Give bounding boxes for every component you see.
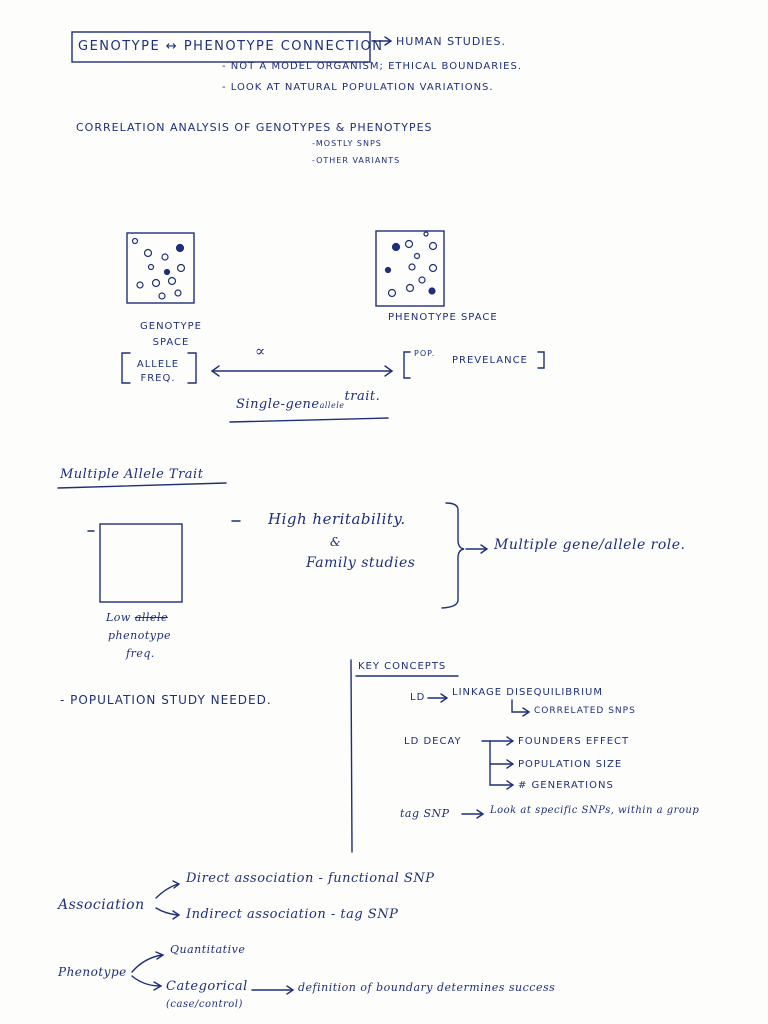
- low-label-3: freq.: [126, 647, 155, 660]
- arrowhead-founders: [506, 736, 515, 746]
- header-bullet-1: - NOT A MODEL ORGANISM; ETHICAL BOUNDARI…: [222, 61, 523, 72]
- family-studies: Family studies: [306, 555, 416, 571]
- pop-prevalence-a: POP.: [414, 349, 436, 358]
- ampersand: &: [330, 535, 342, 549]
- tag-snp: tag SNP: [400, 807, 450, 820]
- arrowhead-quantitative: [155, 951, 165, 960]
- hook-correlated: [511, 699, 529, 713]
- branch-categorical: [131, 975, 161, 987]
- multiple-gene-role: Multiple gene/allele role.: [494, 537, 686, 553]
- generations: # GENERATIONS: [518, 780, 614, 791]
- indirect-association: Indirect association - tag SNP: [186, 907, 399, 922]
- case-control: (case/control): [166, 999, 243, 1010]
- arrowhead-direct: [172, 880, 181, 889]
- low-label-1: Low: [106, 611, 131, 624]
- genotype-space-box: [126, 232, 195, 304]
- low-freq-box: [99, 523, 183, 603]
- header-bullet-2: - LOOK AT NATURAL POPULATION VARIATIONS.: [222, 82, 494, 93]
- single-gene-sup: allele: [319, 401, 345, 410]
- categorical: Categorical: [166, 979, 248, 994]
- genotype-space-label: GENOTYPE SPACE: [140, 321, 202, 348]
- low-label-2: phenotype: [108, 629, 172, 642]
- phenotype-label: Phenotype: [58, 965, 127, 979]
- arrowhead-tag-snp: [476, 809, 485, 819]
- arrowhead-multiple-gene: [480, 544, 489, 554]
- allele-bracket-right: [187, 352, 197, 384]
- single-gene-trait: Single-genealleletrait.: [236, 390, 380, 412]
- allele-bracket-left: [121, 352, 131, 384]
- branch-indirect: [155, 907, 179, 916]
- population-size: POPULATION SIZE: [518, 759, 623, 770]
- brace-right: [441, 502, 465, 609]
- proportional-symbol: ∝: [255, 342, 266, 360]
- header-link: HUMAN STUDIES.: [396, 35, 506, 48]
- arrowhead-human-studies: [384, 36, 393, 46]
- association-label: Association: [58, 897, 145, 913]
- ld-decay: LD DECAY: [404, 736, 462, 747]
- double-arrow-right-head: [384, 365, 394, 377]
- pop-prevalence-b: PREVELANCE: [452, 355, 528, 366]
- multiple-allele-title: Multiple Allele Trait: [60, 467, 204, 482]
- arrowhead-categorical: [153, 981, 163, 991]
- low-freq-label-line1: Low allele: [106, 612, 168, 623]
- key-concepts-divider: [350, 659, 353, 853]
- arrowhead-pop-size: [506, 759, 515, 769]
- linkage-disequilibrium: LINKAGE DISEQUILIBRIUM: [452, 687, 603, 698]
- phenotype-dots: [384, 231, 438, 298]
- title-box: [71, 31, 371, 63]
- single-gene-text: Single-gene: [236, 397, 320, 412]
- arrowhead-indirect: [172, 910, 181, 920]
- double-arrow-left-head: [210, 365, 220, 377]
- low-label-struck: allele: [134, 611, 168, 624]
- header-title: GENOTYPE ↔ PHENOTYPE CONNECTION: [78, 39, 384, 54]
- single-gene-end: trait.: [344, 389, 381, 404]
- correlation-sub-2: -OTHER VARIANTS: [312, 156, 401, 165]
- definition-of-boundary: definition of boundary determines succes…: [298, 981, 556, 994]
- phenotype-space-box: [375, 230, 445, 307]
- correlated-snps: CORRELATED SNPs: [534, 706, 636, 716]
- multiple-allele-underline: [57, 482, 227, 489]
- pop-bracket-right: [537, 351, 545, 369]
- ld-label: LD: [410, 692, 426, 703]
- single-gene-underline: [229, 417, 389, 423]
- branch-direct: [155, 883, 179, 899]
- arrowhead-generations: [506, 780, 515, 790]
- correlation-title: CORRELATION ANALYSIS OF GENOTYPES & PHEN…: [76, 121, 433, 134]
- founders-effect: FOUNDERS EFFECT: [518, 736, 630, 747]
- allele-freq: ALLELE FREQ.: [136, 359, 180, 384]
- key-concepts-title: KEY CONCEPTS: [358, 661, 447, 672]
- high-heritability: High heritability.: [268, 510, 406, 528]
- correlation-sub-1: -MOSTLY SNPS: [312, 139, 382, 148]
- arrowhead-correlated: [522, 707, 531, 717]
- branch-quantitative: [131, 954, 163, 973]
- population-study: - POPULATION STUDY NEEDED.: [60, 693, 272, 707]
- genotype-dots: [131, 237, 186, 300]
- pop-bracket-left: [403, 351, 411, 379]
- quantitative: Quantitative: [170, 943, 246, 956]
- tag-snp-description: Look at specific SNPs, within a group: [490, 805, 700, 816]
- arrowhead-definition: [286, 985, 295, 995]
- phenotype-space-label: PHENOTYPE SPACE: [388, 312, 498, 323]
- arrowhead-ld: [440, 693, 449, 703]
- direct-association: Direct association - functional SNP: [186, 871, 435, 886]
